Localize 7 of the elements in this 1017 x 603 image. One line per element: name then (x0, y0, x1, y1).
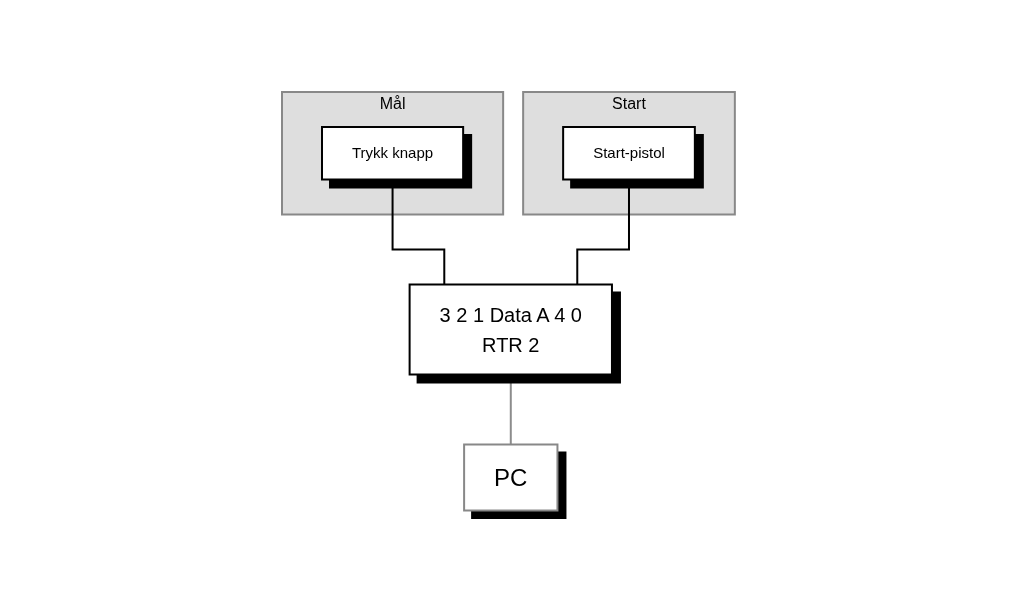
node-box: Start-pistol (562, 126, 696, 181)
node-box: 3 2 1 Data A 4 0 RTR 2 (408, 283, 614, 376)
connector (509, 373, 512, 446)
node-box: Trykk knapp (321, 126, 465, 181)
node-box: PC (463, 443, 559, 512)
connector (576, 178, 631, 286)
connector (391, 178, 446, 286)
